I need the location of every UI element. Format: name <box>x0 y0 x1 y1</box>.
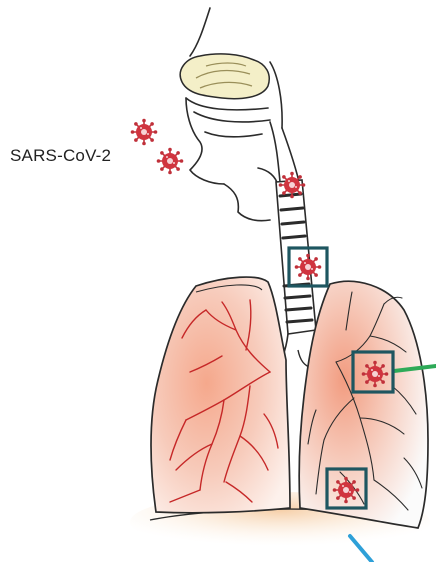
virus-icon <box>362 361 389 388</box>
virus-icon <box>333 477 360 504</box>
virus-name-label: SARS-CoV-2 <box>10 146 111 166</box>
lung-right <box>299 281 428 528</box>
lung-left <box>151 277 290 513</box>
nasal-turbinate <box>180 54 269 99</box>
virus-icon <box>131 119 158 146</box>
virus-icon <box>279 172 306 199</box>
virus-icon <box>295 254 322 281</box>
virus-icon <box>157 148 184 175</box>
